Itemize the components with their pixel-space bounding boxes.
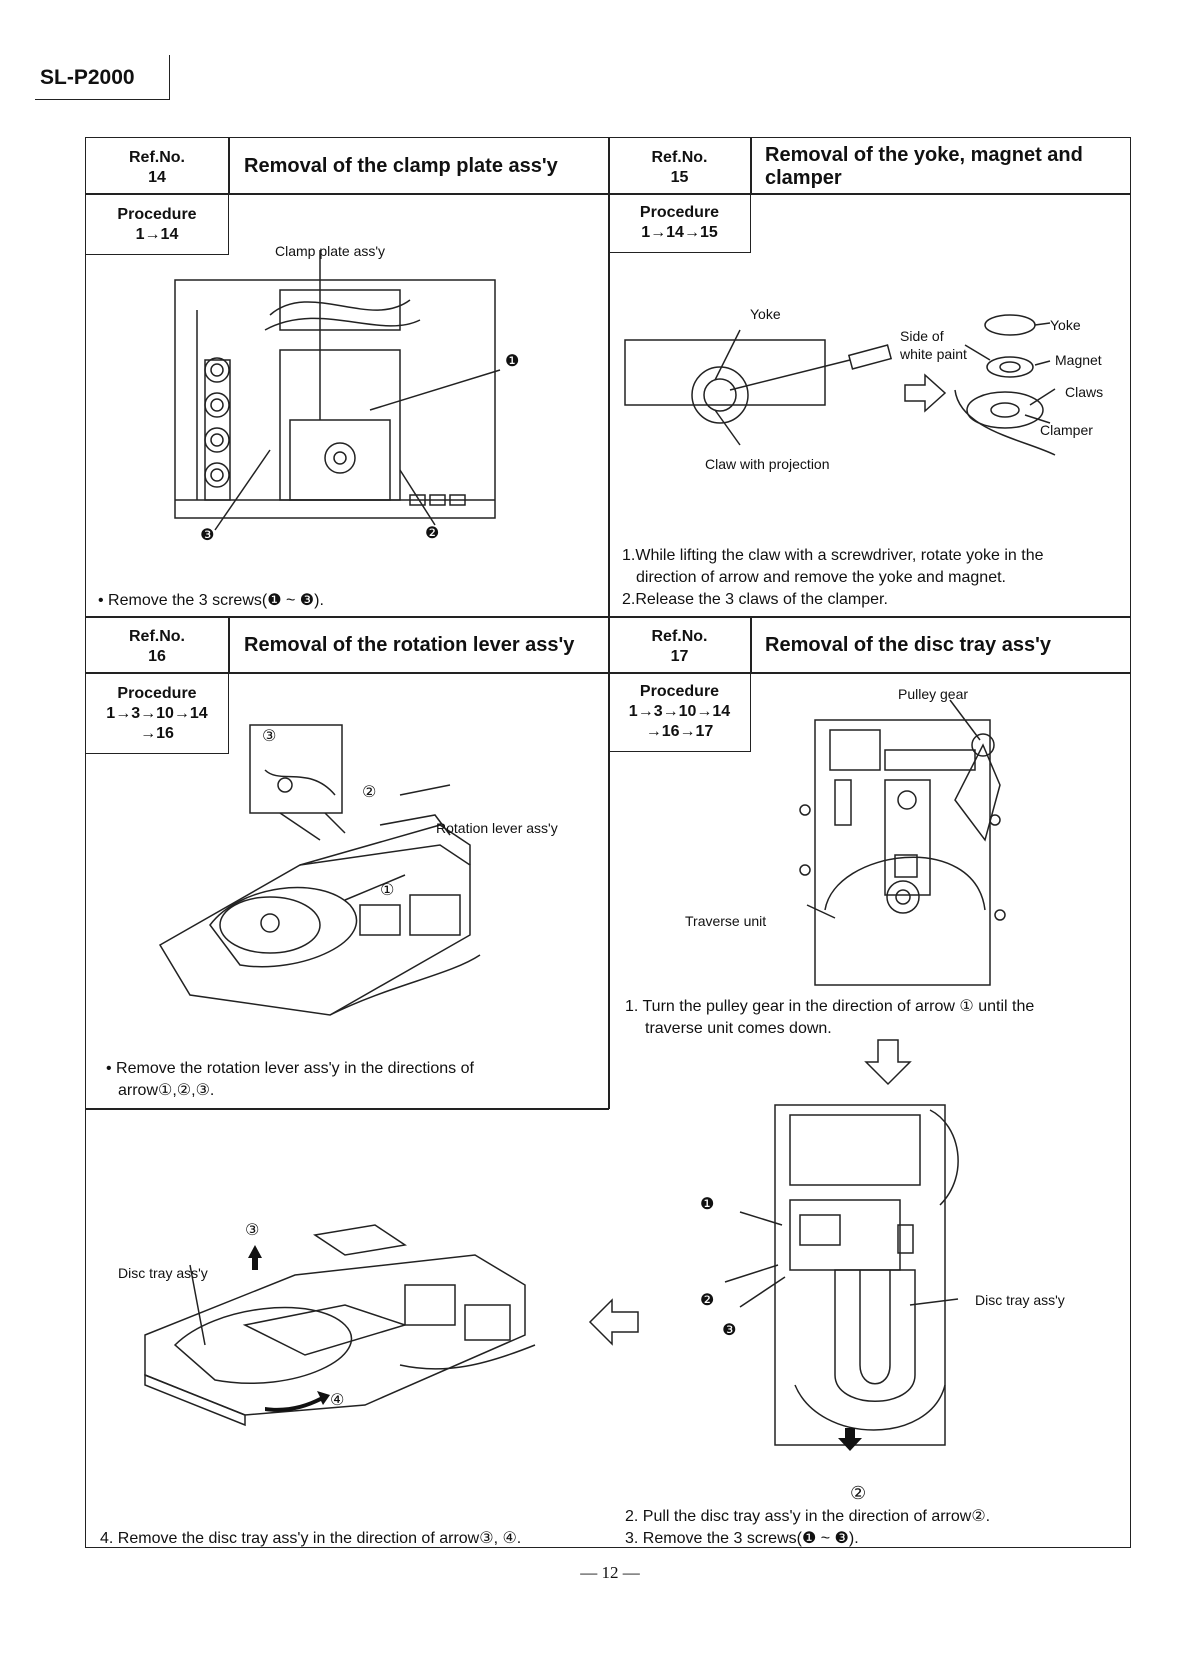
- label-disc-tray-left: Disc tray ass'y: [118, 1265, 208, 1281]
- step-17-1a: 1. Turn the pulley gear in the direction…: [625, 998, 1035, 1015]
- down-arrow-icon: [864, 1039, 912, 1086]
- label-disc-tray-right: Disc tray ass'y: [975, 1292, 1065, 1308]
- section-title-15-line2: clamper: [765, 167, 842, 189]
- divider-h-lower-left: [85, 1108, 609, 1110]
- screw-marker-3: ❸: [200, 525, 214, 544]
- label-yoke-right: Yoke: [1050, 317, 1081, 333]
- left-arrow-icon: [588, 1298, 639, 1346]
- procedure-steps-17a: 1→3→10→14: [628, 703, 731, 720]
- label-rotation-lever: Rotation lever ass'y: [436, 820, 558, 836]
- screw-marker-1b: ❶: [700, 1194, 714, 1213]
- disc-tray-removal-illustration: ③ ④: [144, 1220, 536, 1427]
- ref-number-14: 14: [148, 169, 166, 186]
- procedure-label-15: Procedure: [639, 204, 720, 221]
- procedure-box-14: [85, 193, 229, 255]
- procedure-steps-15: 1→14→15: [641, 224, 718, 241]
- label-claws: Claws: [1065, 384, 1104, 400]
- yoke-illustration: [624, 314, 1056, 456]
- ref-label-15: Ref.No.: [651, 149, 708, 166]
- ref-cell-divider: [228, 137, 230, 194]
- step-17-2: 2. Pull the disc tray ass'y in the direc…: [625, 1508, 991, 1525]
- procedure-steps-17b: →16→17: [645, 723, 714, 740]
- procedure-box-17: [608, 672, 751, 752]
- ref-cell-divider: [750, 616, 752, 673]
- label-yoke-left: Yoke: [750, 306, 781, 322]
- screw-marker-2b: ❷: [700, 1290, 714, 1309]
- label-clamper: Clamper: [1040, 422, 1093, 438]
- ref-label-14: Ref.No.: [129, 149, 185, 166]
- ref-number-16: 16: [148, 648, 166, 665]
- divider-vertical: [608, 137, 610, 1109]
- step-17-3: 3. Remove the 3 screws(❶ ~ ❸).: [625, 1530, 859, 1547]
- arrow-marker-1: ①: [380, 880, 394, 899]
- rotation-lever-illustration: ③ ② ①: [158, 724, 481, 1016]
- section-title-15-line1: Removal of the yoke, magnet and: [765, 144, 1083, 166]
- section-title-14: Removal of the clamp plate ass'y: [244, 155, 558, 177]
- arrow-marker-2b: ②: [850, 1483, 867, 1503]
- ref-number-17: 17: [670, 648, 689, 665]
- section-title-17: Removal of the disc tray ass'y: [765, 634, 1051, 656]
- screw-marker-1: ❶: [505, 351, 519, 370]
- disc-tray-screws-illustration: ❶ ❷ ❸: [700, 1104, 959, 1451]
- caption-14: • Remove the 3 screws(❶ ~ ❸).: [98, 592, 324, 609]
- clamp-plate-illustration: ❶ ❷ ❸: [174, 250, 519, 544]
- label-traverse-unit: Traverse unit: [685, 913, 767, 929]
- header-rule: [35, 99, 170, 100]
- label-claw-projection: Claw with projection: [705, 456, 830, 472]
- ref-label-17: Ref.No.: [651, 628, 708, 645]
- procedure-box-15: [608, 193, 751, 253]
- arrow-marker-2: ②: [362, 782, 376, 801]
- ref-cell-divider: [228, 616, 230, 673]
- step-15-1a: 1.While lifting the claw with a screwdri…: [622, 547, 1044, 564]
- label-pulley-gear: Pulley gear: [898, 686, 969, 702]
- ref-label-16: Ref.No.: [129, 628, 185, 645]
- procedure-steps-16a: 1→3→10→14: [106, 705, 208, 722]
- page-number: — 12 —: [580, 1563, 640, 1582]
- step-17-1b: traverse unit comes down.: [645, 1020, 832, 1037]
- step-15-1b: direction of arrow and remove the yoke a…: [636, 569, 1006, 586]
- caption-16a: • Remove the rotation lever ass'y in the…: [106, 1060, 474, 1077]
- procedure-steps-16b: →16: [140, 725, 174, 742]
- arrow-marker-4: ④: [330, 1390, 344, 1409]
- arrow-marker-3b: ③: [245, 1220, 259, 1239]
- step-15-2: 2.Release the 3 claws of the clamper.: [622, 591, 888, 608]
- caption-16b: arrow①,②,③.: [118, 1082, 215, 1099]
- procedure-steps-14: 1→14: [135, 226, 179, 243]
- label-white-paint: white paint: [900, 346, 967, 362]
- section-title-16: Removal of the rotation lever ass'y: [244, 634, 575, 656]
- label-magnet: Magnet: [1055, 352, 1102, 368]
- screw-marker-3b: ❸: [722, 1320, 736, 1339]
- procedure-label-14: Procedure: [117, 206, 197, 223]
- step-17-4: 4. Remove the disc tray ass'y in the dir…: [100, 1530, 522, 1547]
- traverse-unit-illustration: [799, 699, 1006, 986]
- header-rule-vertical: [169, 55, 170, 99]
- label-clamp-plate: Clamp plate ass'y: [275, 243, 386, 259]
- ref-cell-divider: [750, 137, 752, 194]
- ref-number-15: 15: [670, 169, 689, 186]
- procedure-label-17: Procedure: [639, 683, 720, 700]
- arrow-marker-3: ③: [262, 726, 276, 745]
- procedure-label-16: Procedure: [117, 685, 197, 702]
- divider-h-middle: [85, 616, 1131, 618]
- model-number: SL-P2000: [40, 66, 135, 89]
- screw-marker-2: ❷: [425, 523, 439, 542]
- procedure-box-16: [85, 672, 229, 754]
- label-side-of: Side of: [900, 328, 944, 344]
